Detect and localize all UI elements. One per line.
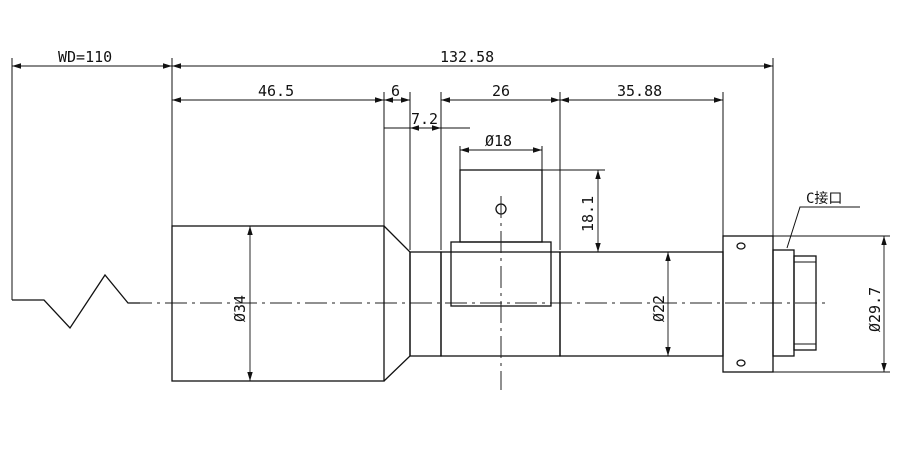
c-mount-thread — [793, 255, 817, 351]
object-break-line — [12, 273, 140, 330]
neck-length-label: 6 — [391, 82, 400, 100]
wd-label: WD=110 — [58, 48, 112, 66]
rear-length-label: 35.88 — [617, 82, 662, 100]
neck-section — [409, 251, 442, 357]
c-mount-leader — [786, 206, 860, 249]
front-length-label: 46.5 — [258, 82, 294, 100]
body-length-label: 26 — [492, 82, 510, 100]
rear-tube — [559, 251, 724, 357]
front-diameter-label: Ø34 — [231, 295, 249, 322]
c-mount-label: C接口 — [806, 190, 842, 207]
port-diameter-label: Ø18 — [485, 132, 512, 150]
mount-ring — [722, 235, 774, 373]
mount-screw-bottom — [736, 359, 746, 367]
front-barrel — [171, 225, 385, 382]
step-length-label: 7.2 — [411, 110, 438, 128]
port-height-label: 18.1 — [579, 196, 597, 232]
rear-diameter-label: Ø22 — [650, 295, 668, 322]
total-length-label: 132.58 — [440, 48, 494, 66]
mount-diameter-label: Ø29.7 — [866, 287, 884, 332]
mount-screw-top — [736, 242, 746, 250]
